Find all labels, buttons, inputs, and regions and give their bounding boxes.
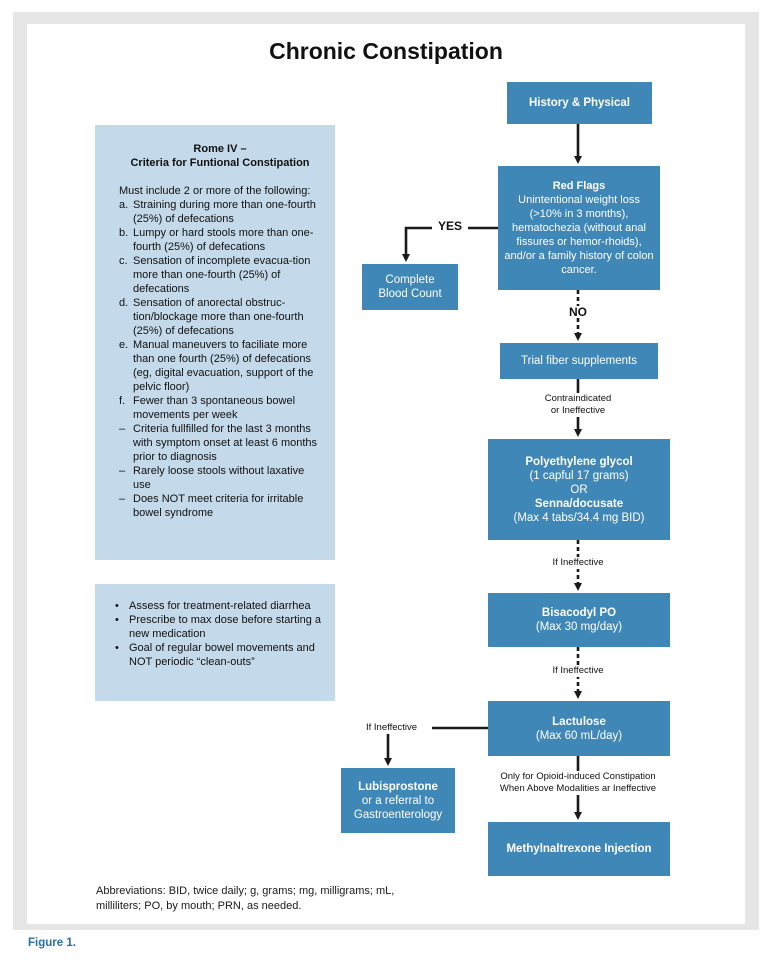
rome-criteria-box: Rome IV – Criteria for Funtional Constip… [95,125,335,560]
bullet-icon: • [115,614,119,626]
list-marker: – [119,493,126,505]
node-cbc-line2: Blood Count [378,288,442,300]
node-complete-blood-count: Complete Blood Count [362,264,458,310]
edge-label-no: NO [563,306,593,318]
node-red-flags: Red Flags Unintentional weight loss (>10… [498,166,660,290]
rome-heading: Rome IV – Criteria for Funtional Constip… [119,142,321,170]
node-trial-fiber-title: Trial fiber supplements [521,355,637,367]
node-lactulose-title: Lactulose [552,715,606,728]
node-history-physical: History & Physical [507,82,652,124]
list-item-text: Sensation of anorectal obstruc-tion/bloc… [133,297,304,337]
node-methylnaltrexone: Methylnaltrexone Injection [488,822,670,876]
node-peg-or: OR [570,483,588,496]
node-methylnaltrexone-title: Methylnaltrexone Injection [506,843,652,855]
list-item-text: Criteria fullfilled for the last 3 month… [133,423,318,463]
list-item: –Rarely loose stools without laxative us… [119,464,321,492]
notes-list: • Assess for treatment-related diarrhea •… [115,599,321,669]
node-peg-dose: (1 capful 17 grams) [529,469,629,482]
node-red-flags-title: Red Flags [552,180,606,192]
edge-label-contraindicated-line2: or Ineffective [550,405,606,416]
list-item-text: Lumpy or hard stools more than one-fourt… [133,227,314,253]
rome-intro: Must include 2 or more of the following: [119,185,311,197]
list-item: a. Straining during more than one-fourth … [119,198,321,226]
list-item: • Goal of regular bowel movements and NOT… [115,641,321,669]
node-lubiprostone-line2: or a referral to [361,794,435,807]
list-marker: e. [119,339,129,351]
list-item: f. Fewer than 3 spontaneous bowel movemen… [119,394,321,422]
rome-criteria-list: a. Straining during more than one-fourth … [119,198,321,520]
note-text: Prescribe to max dose before starting a … [129,614,321,640]
node-trial-fiber: Trial fiber supplements [500,343,658,379]
edge-label-if-ineffective-left: If Ineffective [366,722,432,734]
node-polyethylene-glycol: Polyethylene glycol (1 capful 17 grams) … [488,439,670,540]
edge-label-opioid-line2: When Above Modalities ar Ineffective [499,783,657,794]
list-item-text: Rarely loose stools without laxative use [133,465,305,491]
list-marker: a. [119,199,129,211]
bullet-icon: • [115,600,119,612]
list-item: –Does NOT meet criteria for irritable bo… [119,492,321,520]
list-marker: – [119,423,126,435]
abbreviations-note: Abbreviations: BID, twice daily; g, gram… [96,885,395,912]
rome-heading-line2: Criteria for Funtional Constipation [130,157,310,169]
note-text: Assess for treatment-related diarrhea [129,600,311,612]
list-item-text: Fewer than 3 spontaneous bowel movements… [133,395,296,421]
node-red-flags-text: Unintentional weight loss (>10% in 3 mon… [504,194,654,276]
list-item-text: Straining during more than one-fourth (2… [133,199,316,225]
edge-label-contraindicated-line1: Contraindicated [544,393,612,404]
list-item: c. Sensation of incomplete evacua-tion mo… [119,254,321,296]
edge-label-opioid-line1: Only for Opioid-induced Constipation [500,771,656,782]
edge-label-contraindicated: Contraindicated or Ineffective [520,393,636,417]
edge-label-if-ineffective-2: If Ineffective [538,665,618,677]
list-marker: – [119,465,126,477]
list-item: e. Manual maneuvers to faciliate more tha… [119,338,321,394]
list-item: –Criteria fullfilled for the last 3 mont… [119,422,321,464]
list-marker: f. [119,395,126,407]
list-item-text: Sensation of incomplete evacua-tion more… [133,255,311,295]
node-cbc-line1: Complete [385,274,435,286]
edge-label-if-ineffective-1: If Ineffective [538,557,618,569]
edge-label-yes: YES [432,220,468,232]
diagram-title: Chronic Constipation [269,38,503,64]
node-lactulose: Lactulose (Max 60 mL/day) [488,701,670,756]
node-peg-title: Polyethylene glycol [525,455,633,468]
node-lactulose-dose: (Max 60 mL/day) [535,729,623,742]
list-item: • Prescribe to max dose before starting a… [115,613,321,641]
list-marker: b. [119,227,129,239]
list-marker: d. [119,297,129,309]
edge-label-opioid: Only for Opioid-induced Constipation Whe… [476,771,680,795]
node-lubiprostone-line3: Gastroenterology [353,808,443,821]
notes-box: • Assess for treatment-related diarrhea •… [95,584,335,701]
node-bisacodyl: Bisacodyl PO (Max 30 mg/day) [488,593,670,647]
node-senna-title: Senna/docusate [534,497,624,510]
list-item: d. Sensation of anorectal obstruc-tion/bl… [119,296,321,338]
node-lubiprostone-title: Lubisprostone [358,780,438,793]
list-marker: c. [119,255,128,267]
node-bisacodyl-dose: (Max 30 mg/day) [535,621,623,633]
figure-label: Figure 1. [28,937,76,949]
bullet-icon: • [115,642,119,654]
list-item-text: Manual maneuvers to faciliate more than … [133,339,314,393]
node-history-physical-title: History & Physical [529,97,630,109]
note-text: Goal of regular bowel movements and NOT … [129,642,315,668]
list-item: b. Lumpy or hard stools more than one-fou… [119,226,321,254]
node-lubiprostone: Lubisprostone or a referral to Gastroent… [341,768,455,833]
rome-heading-line1: Rome IV – [193,143,247,155]
list-item-text: Does NOT meet criteria for irritable bow… [133,493,304,519]
node-bisacodyl-title: Bisacodyl PO [541,607,617,619]
node-senna-dose: (Max 4 tabs/34.4 mg BID) [513,511,645,524]
list-item: • Assess for treatment-related diarrhea [115,599,321,613]
